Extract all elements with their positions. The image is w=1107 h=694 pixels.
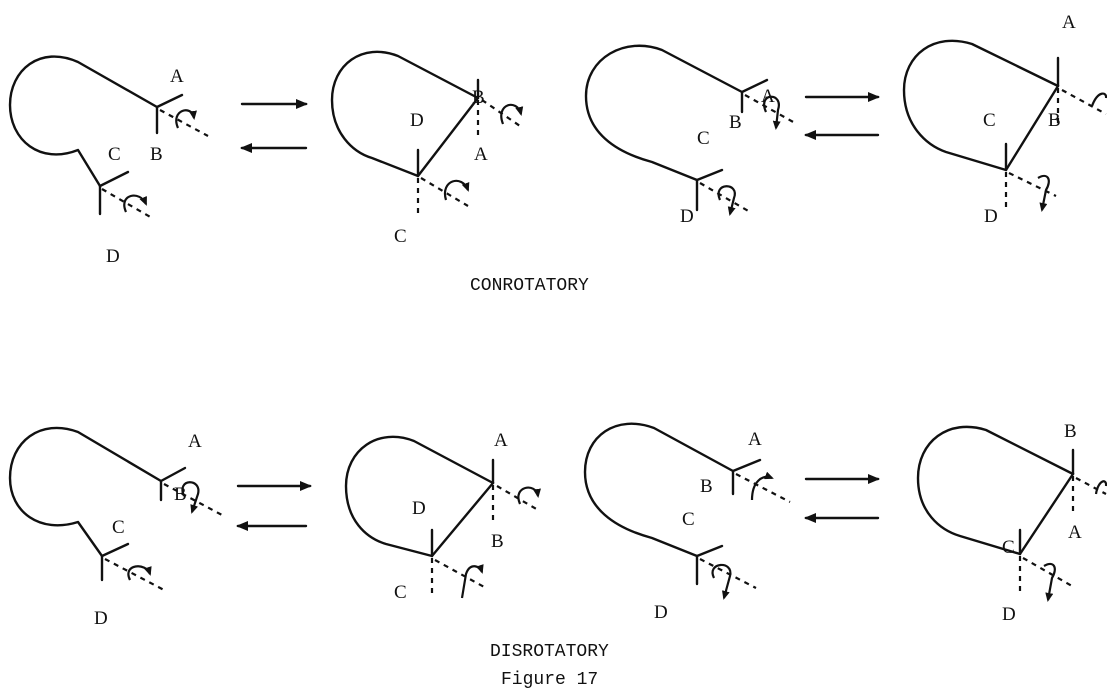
label-d: D [680,206,694,227]
rotation-axis [104,558,165,591]
label-d: D [106,246,120,267]
new-sigma-bond [1018,472,1075,556]
label-b: B [729,112,742,133]
rotation-axis [699,558,757,589]
rotation-arrow [717,185,736,216]
label-a: A [748,429,762,450]
label-c: C [983,110,996,131]
disrotatory-open-chain-right: A B C D [583,422,791,623]
rotation-arrow [500,103,524,125]
chain-backbone [902,39,1060,172]
label-b: B [472,87,485,108]
label-a: A [188,431,202,452]
label-d: D [410,110,424,131]
bond-terminal-a [731,458,762,473]
rotation-arrow [517,486,541,505]
chain-backbone [330,50,480,178]
chain-backbone [8,55,159,188]
chain-backbone [916,425,1075,556]
disrotatory-ring-closed-right: B A C D [916,421,1107,625]
new-sigma-bond [416,96,480,178]
rotation-arrow [460,564,484,599]
rotation-arrow [127,565,152,581]
disrotatory-row: A B C D A B D C [8,421,1107,690]
bond-terminal-a [740,78,769,94]
rotation-arrow [175,109,197,129]
bond-terminal-c [100,542,130,558]
label-a: A [1068,522,1082,543]
label-a: A [761,86,775,107]
label-c: C [394,226,407,247]
label-c: C [1002,537,1015,558]
rotation-arrow [1037,174,1050,212]
label-d: D [654,602,668,623]
label-b: B [1048,110,1061,131]
rotation-axis [735,473,791,503]
figure-caption: Figure 17 [501,670,598,690]
rotation-arrow [1043,562,1056,602]
conrotatory-ring-closed-left: B A D C [330,50,524,247]
rotation-arrow [181,481,200,514]
label-d: D [94,608,108,629]
bond-terminal-a [155,93,184,109]
conrotatory-ring-closed-right: A B C D [902,12,1107,227]
new-sigma-bond [430,481,495,558]
rotation-axis [159,109,209,137]
label-c: C [682,509,695,530]
new-sigma-bond [1004,84,1060,172]
chain-backbone [344,435,495,558]
rotation-axis [101,188,153,219]
rotation-axis [1022,557,1073,587]
label-c: C [394,582,407,603]
caption-conrotatory: CONROTATORY [470,276,589,296]
rotation-arrow [123,194,148,213]
label-b: B [174,484,187,505]
rotation-arrow [443,179,470,201]
conrotatory-row: A B C D B A D C [8,12,1107,296]
bond-terminal-c [98,170,130,188]
rotation-axis [1061,89,1107,115]
label-a: A [170,66,184,87]
disrotatory-ring-closed-left: A B D C [344,430,541,603]
label-c: C [112,517,125,538]
label-d: D [984,206,998,227]
label-b: B [150,144,163,165]
label-a: A [1062,12,1076,33]
rotation-arrow [750,471,774,501]
caption-disrotatory: DISROTATORY [490,642,609,662]
rotation-axis [1075,477,1107,495]
conrotatory-open-chain-left: A B C D [8,55,209,267]
disrotatory-open-chain-left: A B C D [8,426,223,629]
rotation-arrow [711,563,732,600]
chain-backbone [584,44,744,182]
bond-terminal-c [695,168,724,182]
label-c: C [108,144,121,165]
chain-backbone [8,426,163,558]
label-b: B [1064,421,1077,442]
label-c: C [697,128,710,149]
rotation-axis [434,559,487,589]
label-b: B [700,476,713,497]
bond-terminal-a [159,466,187,483]
rotation-axis [163,483,223,516]
rotation-arrow [1094,480,1107,495]
bond-terminal-c [695,544,724,558]
chain-backbone [583,422,735,558]
rotation-axis [1008,172,1057,197]
label-d: D [412,498,426,519]
rotation-arrow [763,95,781,130]
label-a: A [474,144,488,165]
rotation-arrow [1090,92,1107,107]
label-d: D [1002,604,1016,625]
label-a: A [494,430,508,451]
conrotatory-open-chain-right: A B C D [584,44,796,227]
label-b: B [491,531,504,552]
